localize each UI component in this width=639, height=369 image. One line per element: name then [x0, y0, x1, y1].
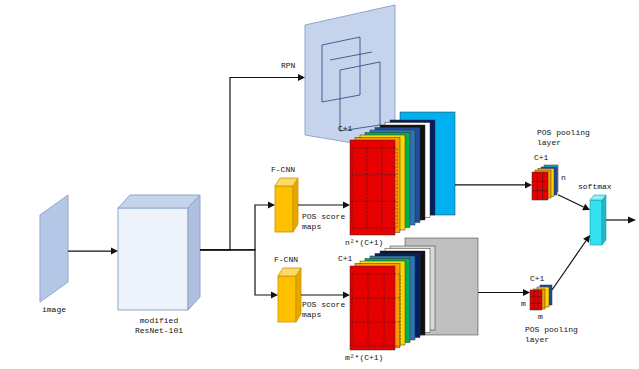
node-label: POS score maps [302, 212, 348, 232]
arrow-head [523, 289, 530, 296]
arrow-head [583, 235, 590, 243]
input-image: image [40, 195, 68, 302]
node-label: m [521, 299, 526, 309]
node-label: F-CNN [271, 165, 295, 175]
softmax-cube [590, 195, 606, 245]
node-label: image [34, 305, 74, 315]
node-label: n [561, 173, 566, 183]
node-label: C+1 [338, 254, 352, 264]
node-label: m²*(C+1) [345, 353, 383, 363]
connector-line [552, 241, 586, 290]
connector [455, 181, 532, 188]
connector [478, 289, 530, 296]
connector-line [558, 195, 584, 207]
connector-line [455, 184, 525, 185]
connector [200, 250, 278, 299]
connector-line [301, 294, 343, 295]
resnet-cube [118, 195, 200, 310]
backbone-block: modified ResNet-101 [118, 195, 200, 310]
node-label: n²*(C+1) [345, 238, 383, 248]
score-map-stack [350, 238, 478, 350]
connector [298, 202, 350, 209]
connector-line [200, 250, 271, 295]
connector-line [200, 205, 268, 250]
connector-line [200, 78, 298, 250]
fcnn-cube [275, 178, 298, 232]
softmax-block: softmax [590, 195, 606, 245]
node-label: C+1 [530, 274, 544, 284]
node-label: m [538, 312, 543, 322]
arrow-head [343, 292, 350, 299]
arrow-head [111, 248, 118, 255]
score-map-stack [350, 112, 455, 235]
pooling-layer: C+1mmPOS pooling layer [530, 285, 552, 310]
node-label: RPN [281, 61, 295, 71]
pooling-layer: POS pooling layerC+1n [532, 165, 558, 200]
connector-line [478, 292, 523, 293]
connector [68, 248, 118, 255]
node-label: F-CNN [274, 255, 298, 265]
image-plane [40, 195, 68, 302]
score-maps: C+1POS score mapsm²*(C+1) [350, 238, 478, 350]
pooling-stack [530, 285, 552, 310]
node-label: C+1 [534, 153, 548, 163]
arrow-head [271, 292, 278, 299]
node-label: POS pooling layer [537, 128, 595, 148]
connector-line [298, 204, 343, 205]
arrow-head [343, 202, 350, 209]
fcnn-cube [278, 268, 301, 322]
connector [558, 195, 590, 210]
fcnn-block: F-CNN [275, 178, 298, 232]
arrow-head [268, 202, 275, 209]
arrow-head [582, 204, 590, 210]
connector [200, 202, 275, 250]
connector-line [68, 250, 111, 251]
connector [552, 235, 590, 290]
node-label: C+1 [338, 124, 352, 134]
node-label: POS score maps [302, 300, 348, 320]
fcnn-block: F-CNN [278, 268, 301, 322]
node-label: softmax [578, 182, 612, 192]
pooling-stack [532, 165, 558, 200]
node-label: POS pooling layer [525, 325, 583, 345]
arrow-head [525, 181, 532, 188]
connector [200, 74, 305, 250]
score-maps: C+1POS score mapsn²*(C+1) [350, 112, 455, 235]
connector [301, 292, 350, 299]
arrow-head [298, 74, 305, 81]
output-arrow [606, 217, 636, 224]
node-label: modified ResNet-101 [128, 316, 190, 336]
